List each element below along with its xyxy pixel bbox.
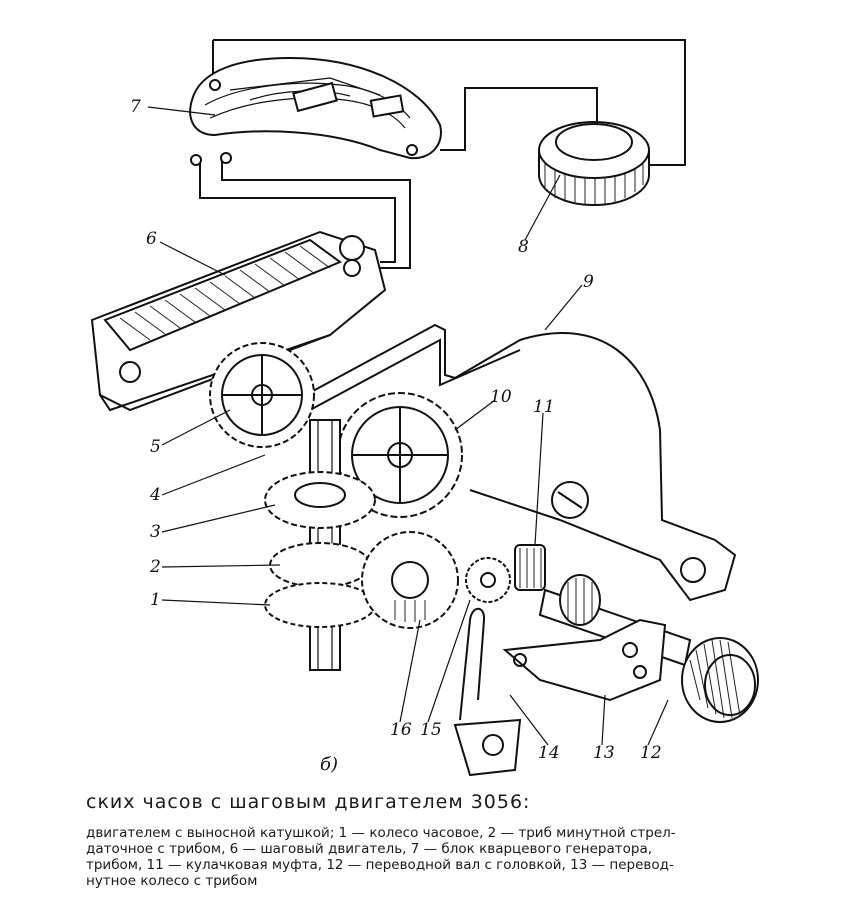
label-11: 11 — [533, 397, 555, 417]
label-15: 15 — [420, 720, 442, 740]
wiring — [199, 39, 686, 269]
label-6: 6 — [146, 229, 157, 249]
label-5: 5 — [150, 437, 161, 457]
gear-15 — [465, 557, 511, 603]
label-14: 14 — [538, 743, 560, 763]
bridge-bar — [299, 323, 737, 602]
label-7: 7 — [130, 97, 141, 117]
gear-5 — [209, 342, 315, 448]
label-3: 3 — [150, 522, 161, 542]
label-4: 4 — [149, 485, 161, 505]
label-1: 1 — [150, 590, 161, 610]
quartz-generator-block — [189, 56, 442, 166]
clock-mechanism-diagram: 7 8 6 9 10 11 5 4 3 2 1 16 15 14 13 12 б… — [90, 39, 759, 777]
leader-lines — [147, 106, 669, 746]
label-2: 2 — [149, 557, 161, 577]
gear-1 — [264, 582, 376, 628]
gear-2 — [269, 542, 371, 588]
label-9: 9 — [583, 272, 594, 292]
caption-line: нутное колесо с трибом — [86, 873, 258, 889]
label-10: 10 — [490, 387, 512, 407]
label-12: 12 — [640, 743, 662, 763]
gear-10 — [337, 392, 463, 518]
subfigure-label: б) — [320, 754, 338, 775]
spring-14 — [453, 607, 522, 777]
label-13: 13 — [593, 743, 615, 763]
caption-line: даточное с трибом, 6 — шаговый двигатель… — [86, 841, 653, 857]
caption-line: трибом, 11 — кулачковая муфта, 12 — пере… — [86, 857, 674, 873]
clutch-11 — [514, 544, 546, 591]
label-8: 8 — [518, 237, 529, 257]
gear-3 — [264, 471, 376, 529]
label-16: 16 — [390, 720, 412, 740]
remote-coil — [538, 121, 650, 206]
caption-title: ских часов с шаговым двигателем 3056: — [86, 791, 531, 813]
caption-body: двигателем с выносной катушкой; 1 — коле… — [86, 825, 826, 889]
stepper-motor-coil — [90, 230, 387, 412]
setting-lever — [502, 618, 667, 702]
gear-16 — [361, 531, 459, 629]
caption-line: двигателем с выносной катушкой; 1 — коле… — [86, 825, 676, 841]
